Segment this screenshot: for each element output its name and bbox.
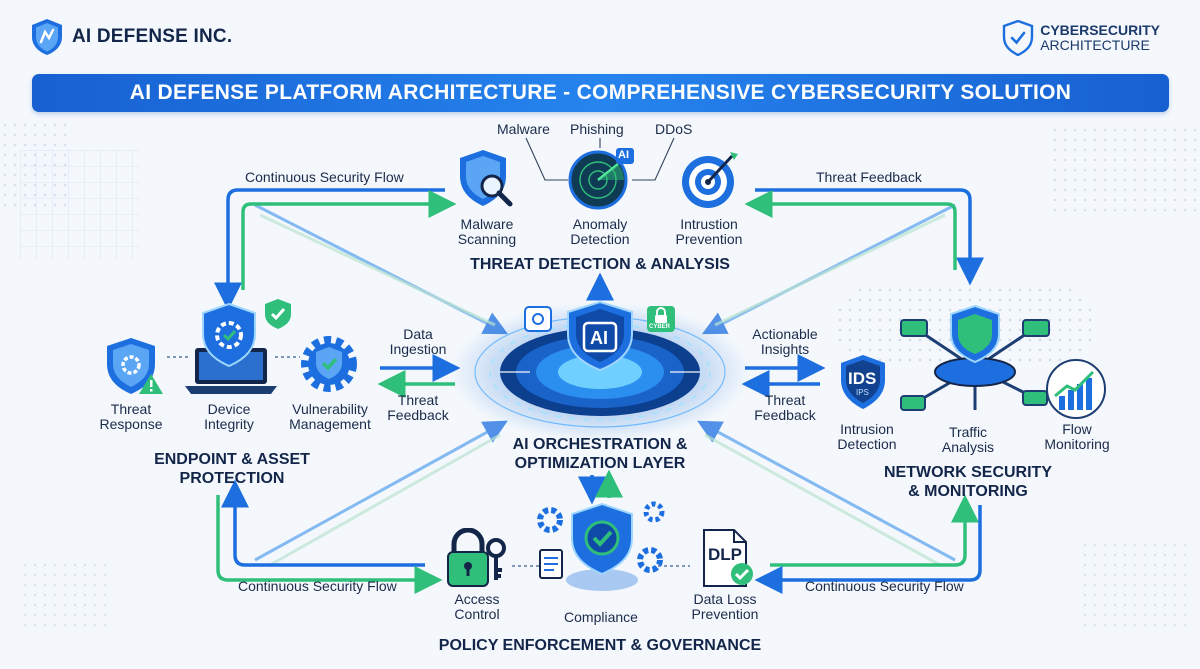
flow-line	[221, 479, 425, 567]
badge-subtitle: ARCHITECTURE	[1040, 37, 1150, 53]
ids-shield-icon: IDS IPS	[838, 353, 888, 416]
grid-pattern-decoration	[20, 150, 140, 260]
flow-line	[241, 190, 457, 290]
endpoint-title-line1: ENDPOINT & ASSET	[154, 451, 310, 468]
threat-tag-malware: Malware	[497, 121, 550, 137]
network-hub-icon	[895, 298, 1055, 423]
policy-title: POLICY ENFORCEMENT & GOVERNANCE	[438, 637, 762, 654]
intrusion-prevention-label-1: Intrustion	[680, 216, 738, 232]
flow-line	[755, 188, 984, 286]
core-title-line1: AI ORCHESTRATION &	[512, 436, 688, 453]
access-control-label-2: Control	[454, 606, 500, 622]
flow-label-bottom-right: Continuous Security Flow	[805, 578, 964, 594]
company-name: AI DEFENSE INC.	[72, 26, 233, 47]
threat-response-label-1: Threat	[110, 401, 152, 417]
compliance-label: Compliance	[564, 609, 638, 625]
anomaly-detection-label-2: Detection	[570, 231, 630, 247]
threat-detection-title: THREAT DETECTION & ANALYSIS	[470, 256, 730, 273]
data-loss-prevention-label-1: Data Loss	[693, 591, 757, 607]
traffic-analysis-label-1: Traffic	[948, 424, 988, 440]
traffic-analysis-label-2: Analysis	[941, 439, 995, 455]
shield-magnifier-icon	[456, 148, 516, 215]
threat-feedback-right-label-2: Feedback	[754, 407, 816, 423]
flow-line	[216, 495, 443, 594]
radar-icon: AI	[566, 146, 636, 215]
intrusion-detection-label-1: Intrusion	[840, 421, 894, 437]
dot-pattern-decoration	[1080, 540, 1190, 630]
vulnerability-management-label-2: Management	[289, 416, 371, 432]
cyber-badge-text: CYBER	[649, 324, 671, 330]
malware-scanning-label-2: Scanning	[457, 231, 517, 247]
radar-ai-chip: AI	[618, 149, 629, 161]
flow-monitoring-label-1: Flow	[1062, 421, 1092, 437]
gear-network-icon	[524, 306, 552, 337]
data-ingestion-label-2: Ingestion	[389, 341, 447, 357]
target-icon	[680, 148, 742, 215]
laptop-shield-icon	[183, 298, 279, 403]
flow-label-bottom-left: Continuous Security Flow	[238, 578, 397, 594]
ips-text: IPS	[856, 388, 869, 397]
intrusion-prevention-label-2: Prevention	[675, 231, 743, 247]
dot-pattern-decoration	[20, 560, 110, 630]
core-title-line2: OPTIMIZATION LAYER	[514, 455, 686, 472]
padlock-keys-icon	[444, 527, 514, 595]
cyber-lock-badge: CYBER	[646, 305, 676, 338]
ids-text: IDS	[848, 369, 877, 388]
threat-response-label-2: Response	[99, 416, 163, 432]
actionable-insights-label-1: Actionable	[752, 326, 818, 342]
intrusion-detection-label-2: Detection	[837, 436, 897, 452]
architecture-badge: CYBERSECURITY ARCHITECTURE	[1002, 20, 1160, 56]
dot-pattern-decoration	[1050, 125, 1200, 215]
access-control-label-1: Access	[454, 591, 500, 607]
network-title-line2: & MONITORING	[908, 483, 1028, 500]
threat-feedback-right-label-1: Threat	[764, 392, 806, 408]
device-integrity-label-1: Device	[207, 401, 251, 417]
shield-check-icon	[1003, 20, 1034, 56]
vulnerability-management-label-1: Vulnerability	[292, 401, 368, 417]
flow-label-top-right: Threat Feedback	[816, 169, 922, 185]
threat-feedback-left-label-1: Threat	[397, 392, 439, 408]
shield-gear-warning-icon	[103, 336, 165, 403]
network-title-line1: NETWORK SECURITY	[884, 464, 1052, 481]
beam-lines	[254, 203, 956, 567]
shield-logo-icon	[32, 19, 62, 55]
flow-line	[754, 505, 982, 594]
data-ingestion-label-1: Data	[403, 326, 433, 342]
actionable-insights-label-2: Insights	[760, 341, 810, 357]
dlp-text: DLP	[708, 545, 742, 564]
ai-shield-icon: AI	[562, 300, 638, 377]
data-loss-prevention-label-2: Prevention	[691, 606, 759, 622]
malware-scanning-label-1: Malware	[460, 216, 514, 232]
flow-monitoring-label-2: Monitoring	[1044, 436, 1110, 452]
badge-title: CYBERSECURITY	[1040, 22, 1160, 38]
threat-tag-ddos: DDoS	[655, 121, 693, 137]
flow-line	[744, 190, 957, 270]
endpoint-title-line2: PROTECTION	[179, 470, 285, 487]
device-integrity-label-2: Integrity	[204, 416, 254, 432]
flow-line	[770, 494, 979, 567]
flow-line	[214, 188, 445, 311]
check-shield-icon	[532, 498, 672, 603]
threat-tag-phishing: Phishing	[570, 121, 624, 137]
page-title-banner: AI DEFENSE PLATFORM ARCHITECTURE - COMPR…	[32, 74, 1169, 112]
company-logo: AI DEFENSE INC.	[30, 18, 232, 56]
dlp-document-icon: DLP	[700, 528, 756, 595]
flow-label-top-left: Continuous Security Flow	[245, 169, 404, 185]
threat-feedback-left-label-2: Feedback	[387, 407, 449, 423]
gear-shield-icon	[298, 333, 360, 400]
check-badge-icon	[263, 298, 293, 335]
anomaly-detection-label-1: Anomaly	[572, 216, 628, 232]
ai-shield-text: AI	[590, 328, 608, 348]
chart-icon	[1045, 358, 1107, 425]
